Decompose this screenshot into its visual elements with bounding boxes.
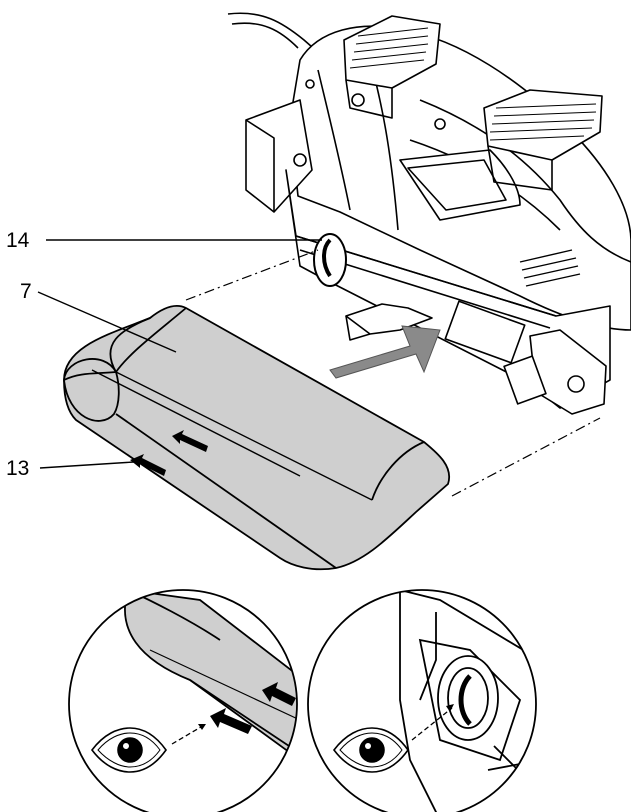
sight-line	[411, 707, 453, 741]
direction-arrow-icon	[130, 430, 208, 476]
rear-roller	[313, 233, 347, 287]
belt-sander-machine	[227, 12, 631, 415]
power-cord	[227, 12, 321, 55]
callout-7: 7	[20, 280, 32, 303]
detail-view-belt-arrow	[68, 589, 298, 812]
eye-icon	[90, 727, 167, 773]
leader-7	[37, 291, 177, 353]
callout-leaders	[37, 239, 322, 469]
roller-direction-mark	[458, 674, 472, 726]
callout-13: 13	[6, 457, 29, 480]
sanding-belt	[63, 305, 451, 571]
direction-arrow-icon	[210, 708, 252, 734]
roller-direction-mark	[322, 238, 332, 278]
housing-end-cap	[245, 99, 313, 213]
detail-view-roller-mark	[307, 589, 537, 812]
alignment-guides	[185, 249, 601, 497]
eye-icon	[332, 727, 409, 773]
insert-arrow-icon	[329, 325, 441, 379]
callout-14: 14	[6, 229, 30, 252]
leader-13	[39, 461, 135, 469]
